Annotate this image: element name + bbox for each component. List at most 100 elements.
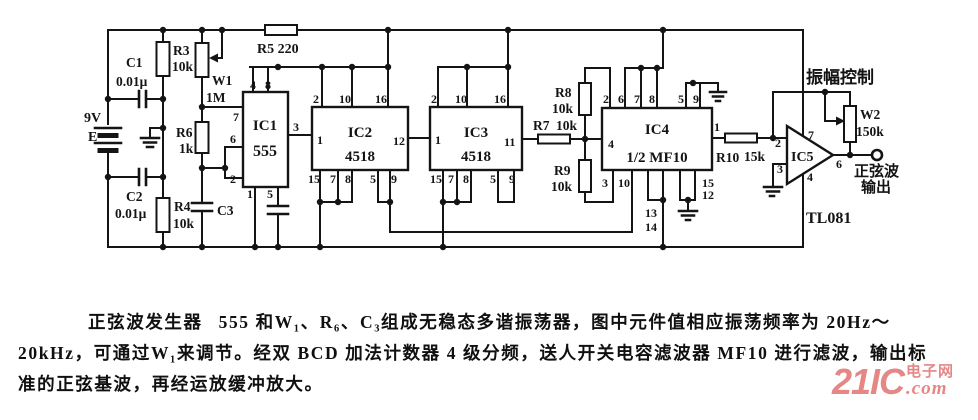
r9-body <box>578 159 592 193</box>
ic3-pin10: 10 <box>455 92 467 106</box>
ic2-pin5: 5 <box>370 172 376 186</box>
junction-dot <box>439 243 447 251</box>
w1-ref: W1 <box>212 73 233 88</box>
ic3-pin16: 16 <box>494 92 506 106</box>
battery-name: E <box>88 130 97 145</box>
ic2-pin12: 12 <box>393 134 405 148</box>
ic4-pin9: 9 <box>693 92 699 106</box>
r10-value: 15k <box>744 149 766 164</box>
r5-label: R5 220 <box>257 42 299 57</box>
ic1-pin8: 8 <box>265 78 271 92</box>
ic4-pin5: 5 <box>678 92 684 106</box>
ic3-pin5: 5 <box>490 172 496 186</box>
ic5-pin6: 6 <box>836 157 842 171</box>
pin5-capacitor <box>266 204 290 216</box>
ic5-pin3: 3 <box>777 162 783 176</box>
junction-dot <box>104 173 112 181</box>
ic3-ref: IC3 <box>464 125 488 141</box>
ic4-pin6: 6 <box>618 92 624 106</box>
ic5-part: TL081 <box>806 210 851 227</box>
junction-dot <box>218 26 226 34</box>
c2-capacitor <box>137 167 148 187</box>
caption-line-2: 20kHz，可通过W₁来调节。经双 BCD 加法计数器 4 级分频，送人开关电容… <box>18 343 928 363</box>
r8-body <box>578 82 592 116</box>
junction-dot <box>453 198 461 206</box>
ic1-ref: IC1 <box>253 118 277 134</box>
ic3-pin7: 7 <box>448 172 454 186</box>
ic3-pin8: 8 <box>463 172 469 186</box>
r9-value: 10k <box>551 179 573 194</box>
junction-dot <box>659 196 667 204</box>
ic4-pin15: 15 <box>702 176 714 190</box>
ic1-pin6: 6 <box>230 132 236 146</box>
ic1-pin2: 2 <box>230 172 236 186</box>
ic2-ref: IC2 <box>348 125 372 141</box>
battery-9v <box>93 126 123 153</box>
r7-ref: R7 <box>533 118 550 133</box>
c2-ref: C2 <box>126 189 143 204</box>
ic4-pin12: 12 <box>702 188 714 202</box>
sine-output-label-1: 正弦波 <box>854 162 900 180</box>
junction-dot <box>684 196 692 204</box>
c1-capacitor <box>137 89 148 109</box>
ic3-pin15: 15 <box>430 172 442 186</box>
junction-dots <box>104 26 854 251</box>
caption-text-1: 555 和W₁、R₆、C₃组成无稳态多谐振荡器，图中元件值相应振荡频率为 20H… <box>218 312 891 332</box>
junction-dot <box>689 79 697 87</box>
battery-short-plates <box>97 133 119 153</box>
junction-dot <box>316 243 324 251</box>
r8-ref: R8 <box>555 85 572 100</box>
ic3-part: 4518 <box>461 149 491 165</box>
junction-dot <box>159 26 167 34</box>
c1-ref: C1 <box>126 55 143 70</box>
junction-dot <box>504 63 512 71</box>
c2-value: 0.01μ <box>115 206 147 221</box>
junction-dot <box>104 95 112 103</box>
r10-body <box>724 132 758 144</box>
junction-dot <box>821 88 829 96</box>
r7-value: 10k <box>556 118 578 133</box>
ic4-mf10-body <box>600 106 714 172</box>
c1-value: 0.01μ <box>116 74 148 89</box>
ic2-4518-body <box>310 105 410 172</box>
filter-wires <box>584 29 788 248</box>
ic1-555-body <box>241 90 290 189</box>
caption-title: 正弦波发生器 <box>88 312 203 332</box>
ic2-part: 4518 <box>345 149 375 165</box>
ic4-pin8: 8 <box>649 92 655 106</box>
w2-wiper-arrow <box>836 116 845 126</box>
w2-value: 150k <box>856 124 884 139</box>
junction-dot <box>198 103 206 111</box>
junction-dot <box>769 134 777 142</box>
battery-voltage: 9V <box>84 111 101 126</box>
ic4-pin14: 14 <box>645 220 657 234</box>
junction-dot <box>251 243 259 251</box>
watermark-site: 电子网 <box>906 362 955 380</box>
ic1-pin5: 5 <box>267 187 273 201</box>
ic1-pin7: 7 <box>233 110 239 124</box>
ic4-pin3: 3 <box>602 176 608 190</box>
ic4-pin13: 13 <box>645 206 657 220</box>
r10-ref: R10 <box>716 150 739 165</box>
ic2-pin15: 15 <box>308 172 320 186</box>
ic1-pin3: 3 <box>293 120 299 134</box>
r4-body <box>155 197 171 233</box>
junction-dot <box>463 63 471 71</box>
junction-dot <box>159 95 167 103</box>
junction-dot <box>221 164 229 172</box>
ic2-pin16: 16 <box>375 92 387 106</box>
ic3-pin1: 1 <box>435 133 441 147</box>
junction-dot <box>274 63 282 71</box>
ic3-pin2: 2 <box>431 92 437 106</box>
ic2-pin8: 8 <box>345 172 351 186</box>
junction-dot <box>637 64 645 72</box>
c3-capacitor <box>190 201 214 213</box>
r5-body <box>264 24 298 36</box>
w1-value: 1M <box>206 90 226 105</box>
w1-wiper-arrow <box>209 53 218 63</box>
ic4-pin4: 4 <box>608 137 614 151</box>
watermark-suffix: .com <box>906 378 948 399</box>
ic4-pin7: 7 <box>634 92 640 106</box>
